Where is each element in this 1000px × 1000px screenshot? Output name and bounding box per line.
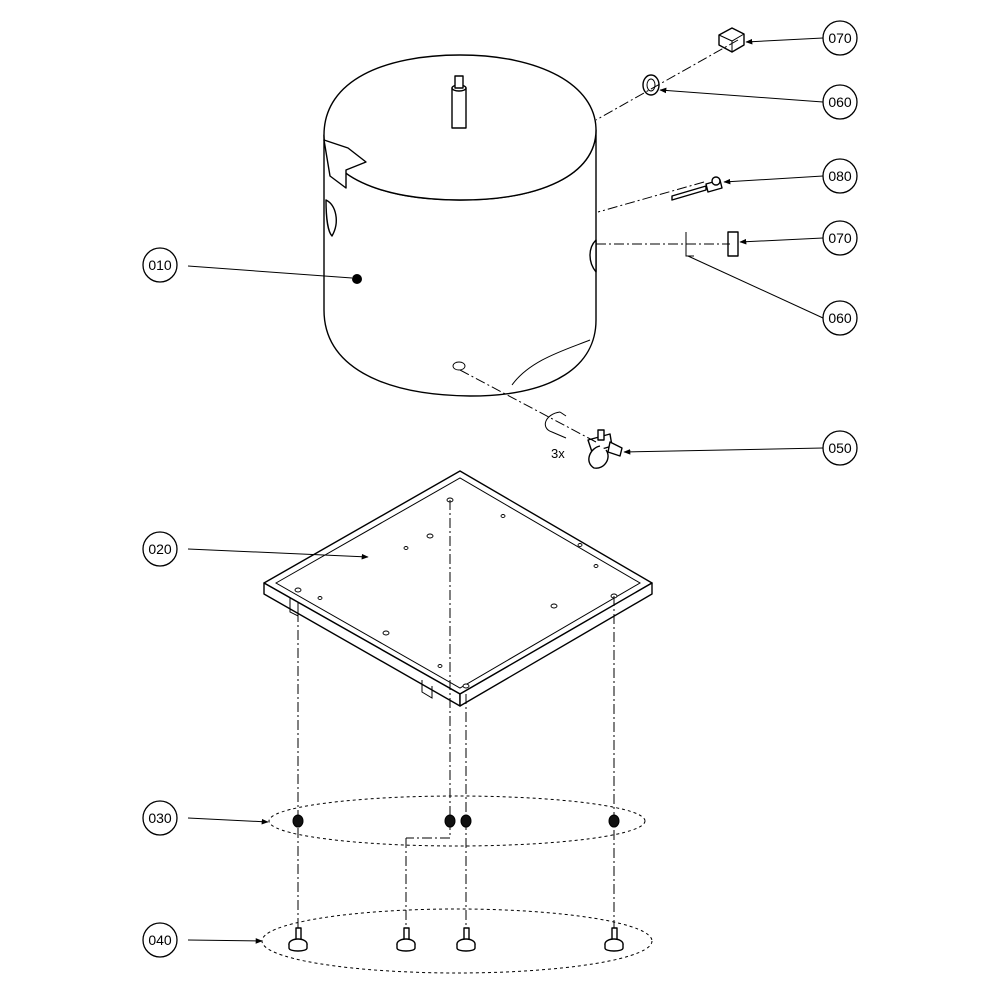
callout-label: 070 [828,30,852,46]
quantity-note: 3x [551,446,565,461]
callout-label: 010 [148,257,172,273]
callout-080: 080 [822,158,858,194]
foot-4 [604,927,624,952]
o-ring-060-top [642,74,660,96]
callout-label: 050 [828,440,852,456]
callout-label: 030 [148,810,172,826]
callout-020: 020 [142,531,178,567]
callout-label: 060 [828,310,852,326]
callout-070-side: 070 [822,220,858,256]
callout-label: 070 [828,230,852,246]
foot-2 [396,927,416,952]
tank-010 [323,54,597,397]
callout-label: 060 [828,94,852,110]
callout-label: 040 [148,932,172,948]
callout-070-top: 070 [822,20,858,56]
probe-080 [671,176,723,201]
callout-050: 050 [822,430,858,466]
drain-valve-050 [587,429,623,469]
callout-label: 080 [828,168,852,184]
base-tray-020 [263,470,653,707]
foot-3 [456,927,476,952]
nut-set-030 [268,795,646,847]
callout-label: 020 [148,541,172,557]
gasket-060-side [685,232,694,257]
assembly-axis-lines [297,39,739,930]
callout-060-top: 060 [822,84,858,120]
leader-lines [187,37,824,944]
callout-030: 030 [142,800,178,836]
leveling-feet-040 [261,908,653,974]
retaining-clip [544,411,567,439]
callout-040: 040 [142,922,178,958]
foot-1 [288,927,308,952]
callout-010: 010 [142,247,178,283]
callout-060-side: 060 [822,300,858,336]
hex-nut-070-top [718,27,745,53]
